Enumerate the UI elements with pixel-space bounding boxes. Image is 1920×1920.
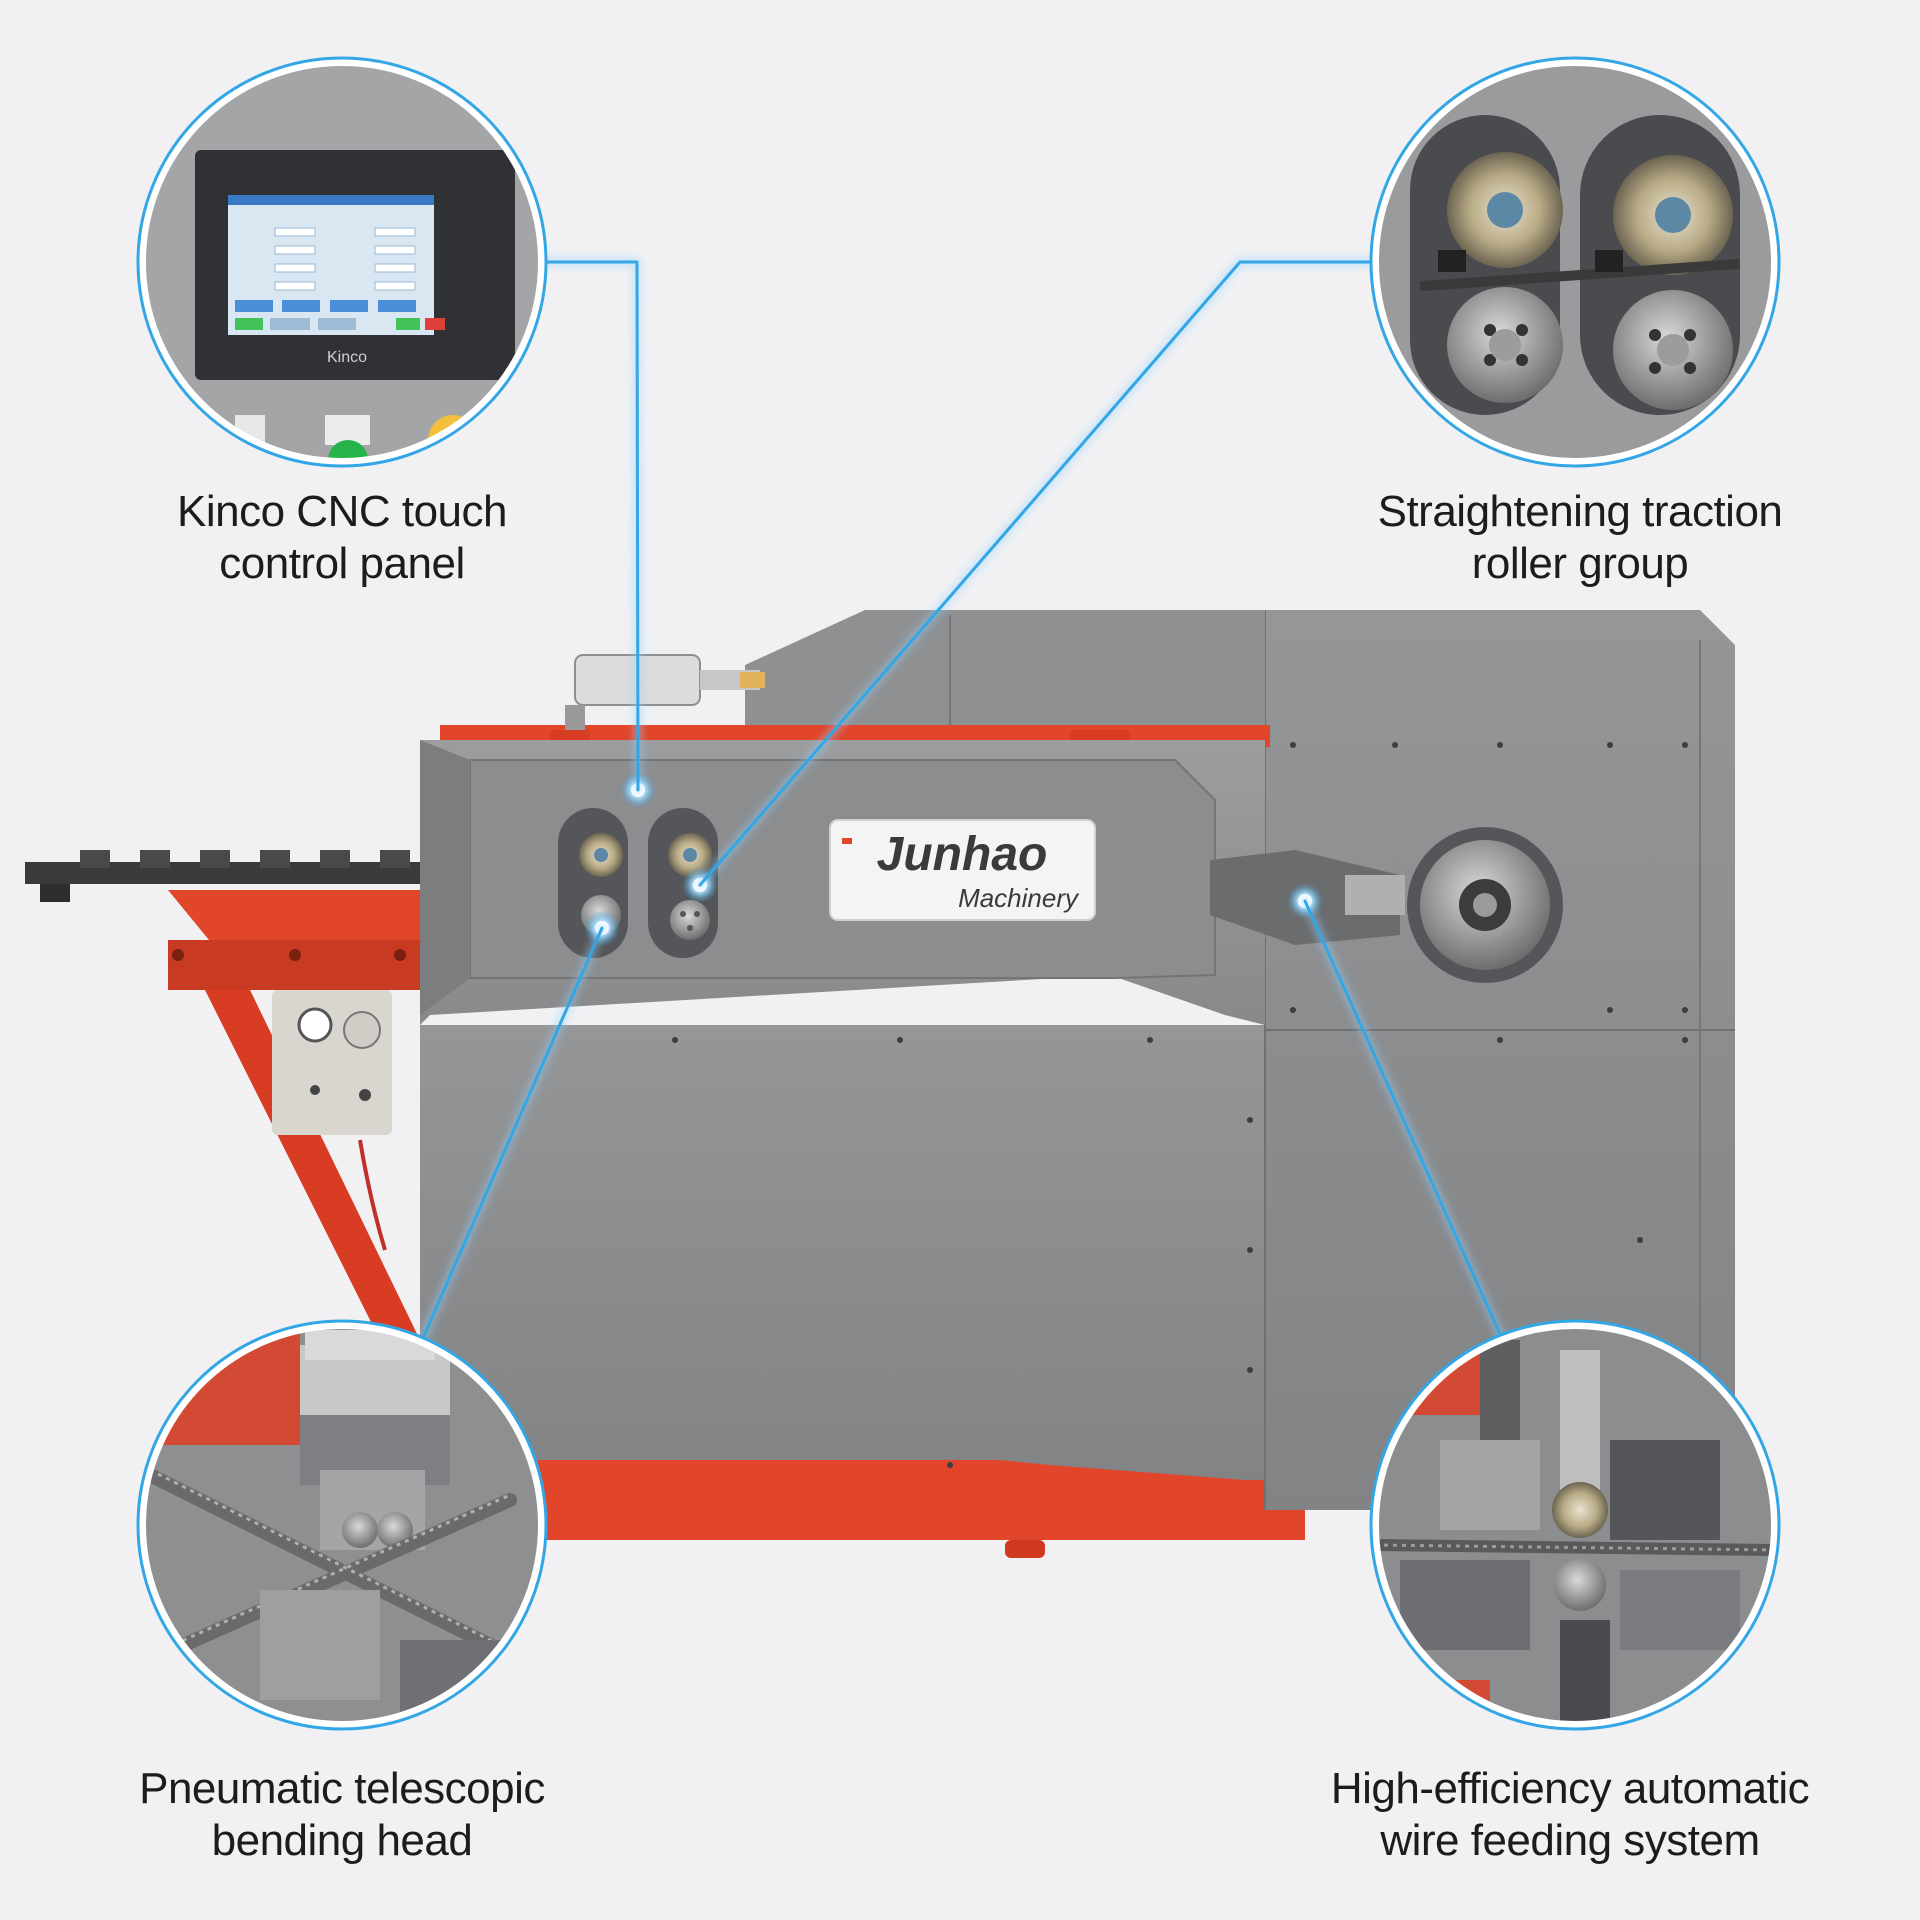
rollers-caption-line2: roller group <box>1471 539 1689 588</box>
feeding-caption: High-efficiency automatic wire feeding s… <box>1300 1763 1840 1867</box>
feeding-callout-image <box>1369 1319 1781 1731</box>
bending-leader-line <box>418 926 604 1347</box>
front-roller-group <box>558 808 718 958</box>
rollers-caption-line1: Straightening traction <box>1377 487 1783 536</box>
panel-caption: Kinco CNC touch control panel <box>142 486 542 590</box>
feeding-leader-line <box>1303 899 1507 1347</box>
panel-caption-line2: control panel <box>219 539 465 588</box>
callout-lines <box>415 257 1510 1350</box>
bending-caption-line2: bending head <box>211 1816 473 1865</box>
panel-leader-line <box>543 260 640 792</box>
air-regulator <box>272 990 392 1135</box>
bending-caption: Pneumatic telescopic bending head <box>102 1763 582 1867</box>
rollers-caption: Straightening traction roller group <box>1340 486 1820 590</box>
bending-callout-image <box>136 1319 548 1731</box>
feeding-caption-line2: wire feeding system <box>1380 1816 1760 1865</box>
panel-caption-line1: Kinco CNC touch <box>177 487 507 536</box>
brand-plate: Junhao Machinery <box>829 819 1096 921</box>
machine-base <box>420 1450 1305 1540</box>
rollers-leader-line <box>698 260 1372 887</box>
support-strut <box>205 990 420 1340</box>
bending-disk-unit <box>1210 827 1563 983</box>
brand-name: Junhao <box>877 828 1048 881</box>
brand-subtitle: Machinery <box>958 883 1080 913</box>
bending-machine: Junhao Machinery <box>25 610 1735 1558</box>
right-cabinet <box>1265 610 1735 1510</box>
lower-cabinet <box>420 1025 1270 1480</box>
panel-callout-image: Kinco <box>136 56 548 468</box>
bending-caption-line1: Pneumatic telescopic <box>139 1764 545 1813</box>
upper-housing <box>745 610 1265 740</box>
rollers-callout-image <box>1369 56 1781 468</box>
screen-brand-label: Kinco <box>327 349 367 366</box>
feeding-caption-line1: High-efficiency automatic <box>1330 1764 1810 1813</box>
